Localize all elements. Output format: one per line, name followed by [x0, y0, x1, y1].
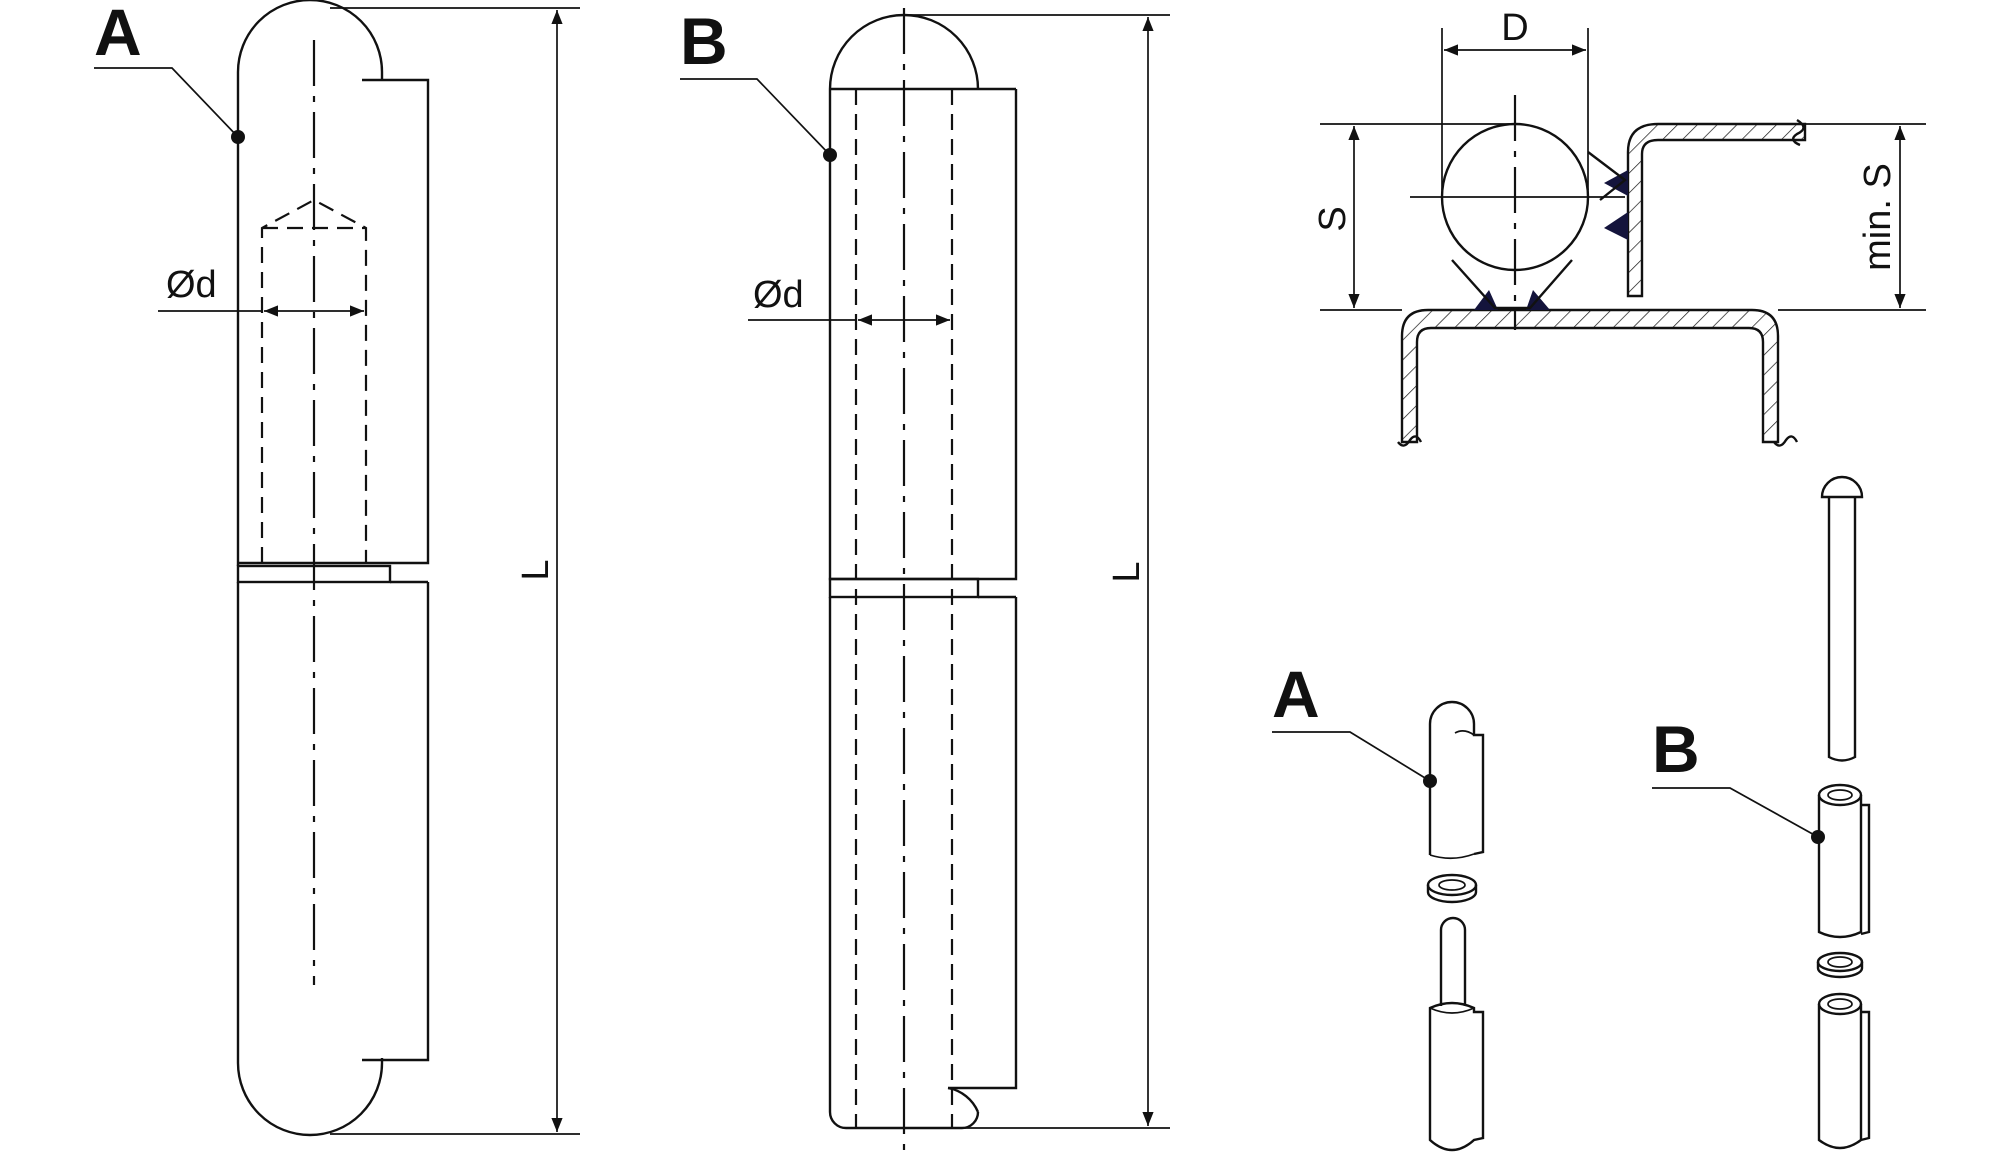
hinge-b-diameter-label: Ød	[753, 274, 804, 316]
exploded-b-pin	[1827, 497, 1857, 762]
weld-lower	[1604, 212, 1628, 240]
exploded-b-bottom-tube-end	[1817, 992, 1863, 1016]
hinge-b-top-knuckle	[828, 89, 1018, 581]
exploded-b-top-tube	[1817, 795, 1871, 939]
exploded-b-label: B	[1652, 712, 1700, 786]
hinge-a-bottom-leaf	[362, 582, 430, 1062]
hinge-a-top-knuckle	[236, 0, 384, 566]
section-d-label: D	[1501, 7, 1528, 49]
exploded-b-bottom-tube	[1817, 1004, 1871, 1150]
exploded-a-pin	[1439, 916, 1467, 1006]
exploded-a-top-part	[1428, 700, 1485, 856]
hinge-b-callout-dot	[823, 148, 837, 162]
hinge-a-top-leaf	[238, 78, 430, 565]
hinge-a-bottom-knuckle	[236, 582, 384, 1137]
hinge-b-bottom-knuckle	[828, 597, 980, 1130]
hinge-b-label: B	[680, 4, 728, 78]
exploded-hinge-a: A	[1272, 657, 1485, 1152]
cross-section-drawing: D S min. S	[1312, 7, 1926, 447]
exploded-b-top-tube-end	[1817, 783, 1863, 807]
hinge-a-length-label: L	[515, 559, 557, 580]
exploded-b-pin-head	[1820, 475, 1864, 499]
exploded-a-washer	[1426, 873, 1478, 897]
exploded-b-callout-dot	[1811, 830, 1825, 844]
section-s-label: S	[1312, 206, 1354, 231]
hinge-a-callout-dot	[231, 130, 245, 144]
hinge-a-drawing: Ød L A	[94, 0, 580, 1137]
section-min-s-label: min. S	[1857, 163, 1899, 271]
hinge-a-diameter-label: Ød	[166, 264, 217, 306]
bottom-plate	[1400, 308, 1780, 444]
top-leaf-plate	[1626, 122, 1807, 298]
hinge-b-drawing: Ød L B	[680, 4, 1170, 1157]
exploded-hinge-b: B	[1652, 475, 1871, 1150]
hinge-b-bottom-leaf	[948, 597, 1018, 1090]
exploded-b-washer	[1816, 951, 1864, 973]
exploded-a-bottom-part	[1428, 1001, 1485, 1152]
hinge-a-label: A	[94, 0, 142, 69]
hinge-b-length-label: L	[1106, 561, 1148, 582]
exploded-a-callout-dot	[1423, 774, 1437, 788]
exploded-a-label: A	[1272, 657, 1320, 731]
